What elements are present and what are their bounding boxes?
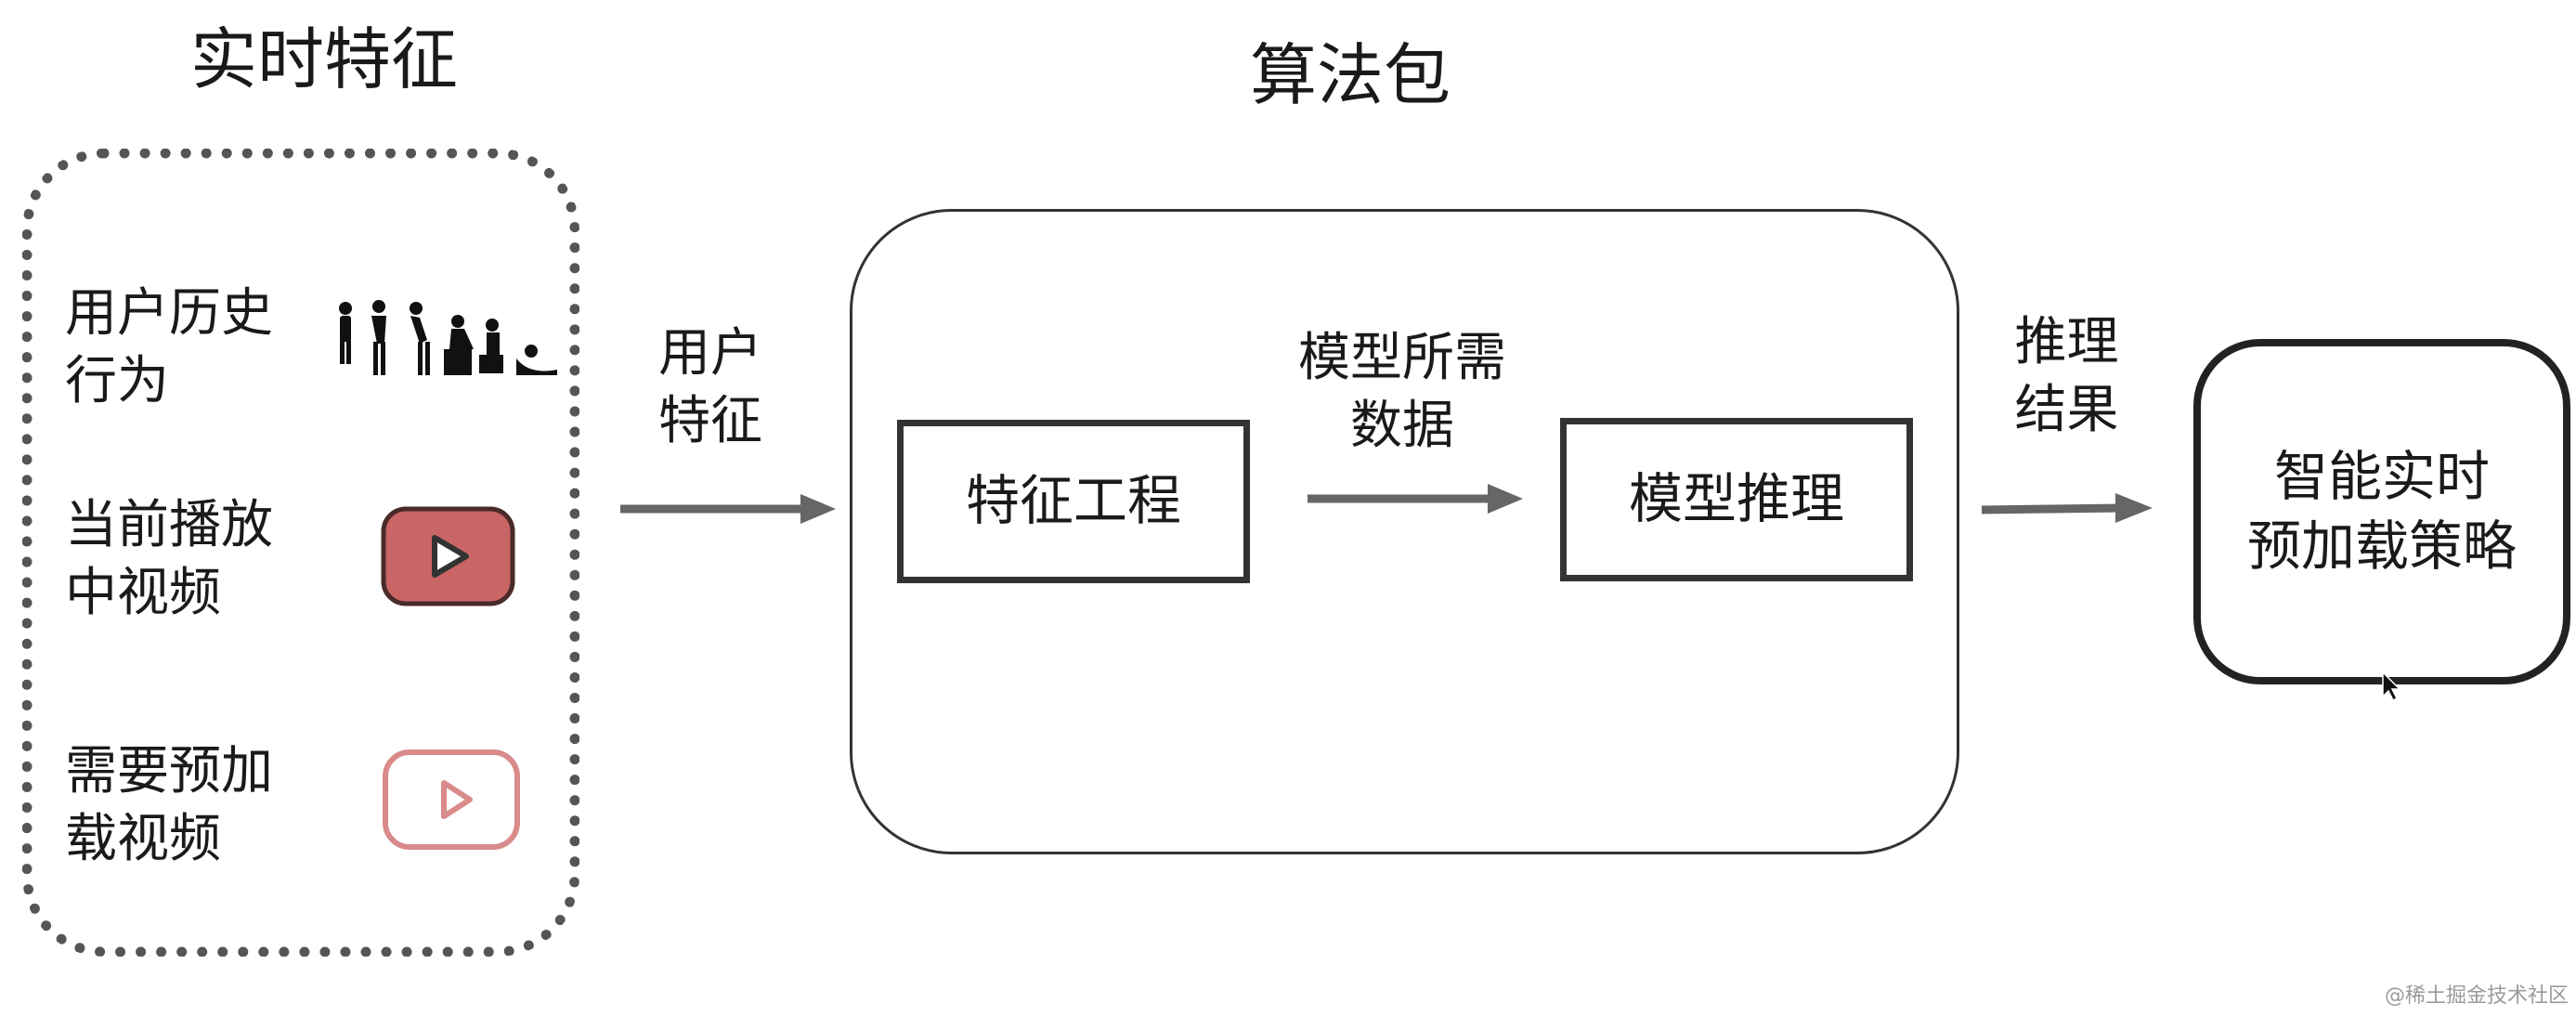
- arrow-inference-result: [1981, 493, 2153, 523]
- realtime-features-title: 实时特征: [190, 20, 459, 98]
- edge-label-user-features: 用户 特征: [658, 323, 762, 451]
- feature-engineering-box: [897, 420, 1250, 583]
- algorithm-package-title: 算法包: [1250, 36, 1451, 114]
- arrow-model-data: [1308, 484, 1523, 514]
- watermark: @稀土掘金技术社区: [2384, 984, 2569, 1008]
- feature-item-preload-video: 需要预加 载视频: [65, 741, 273, 869]
- arrow-user-features: [620, 494, 836, 524]
- realtime-features-panel: [22, 149, 579, 957]
- feature-item-current-video: 当前播放 中视频: [65, 495, 273, 623]
- feature-engineering-label: 特征工程: [965, 469, 1181, 533]
- preload-strategy-label: 智能实时 预加载策略: [2246, 444, 2517, 578]
- video-play-filled-icon: [381, 506, 515, 606]
- edge-label-inference-result: 推理 结果: [2014, 312, 2119, 440]
- model-inference-box: [1560, 418, 1913, 581]
- feature-item-user-history: 用户历史 行为: [65, 283, 273, 411]
- preload-strategy-box: [2193, 339, 2570, 684]
- algorithm-package-panel: [850, 209, 1959, 854]
- video-play-outline-icon: [381, 748, 522, 852]
- people-activity-icon: [334, 297, 562, 381]
- model-inference-label: 模型推理: [1628, 467, 1844, 531]
- cursor-icon: [2382, 671, 2401, 702]
- edge-label-model-data: 模型所需 数据: [1298, 328, 1506, 456]
